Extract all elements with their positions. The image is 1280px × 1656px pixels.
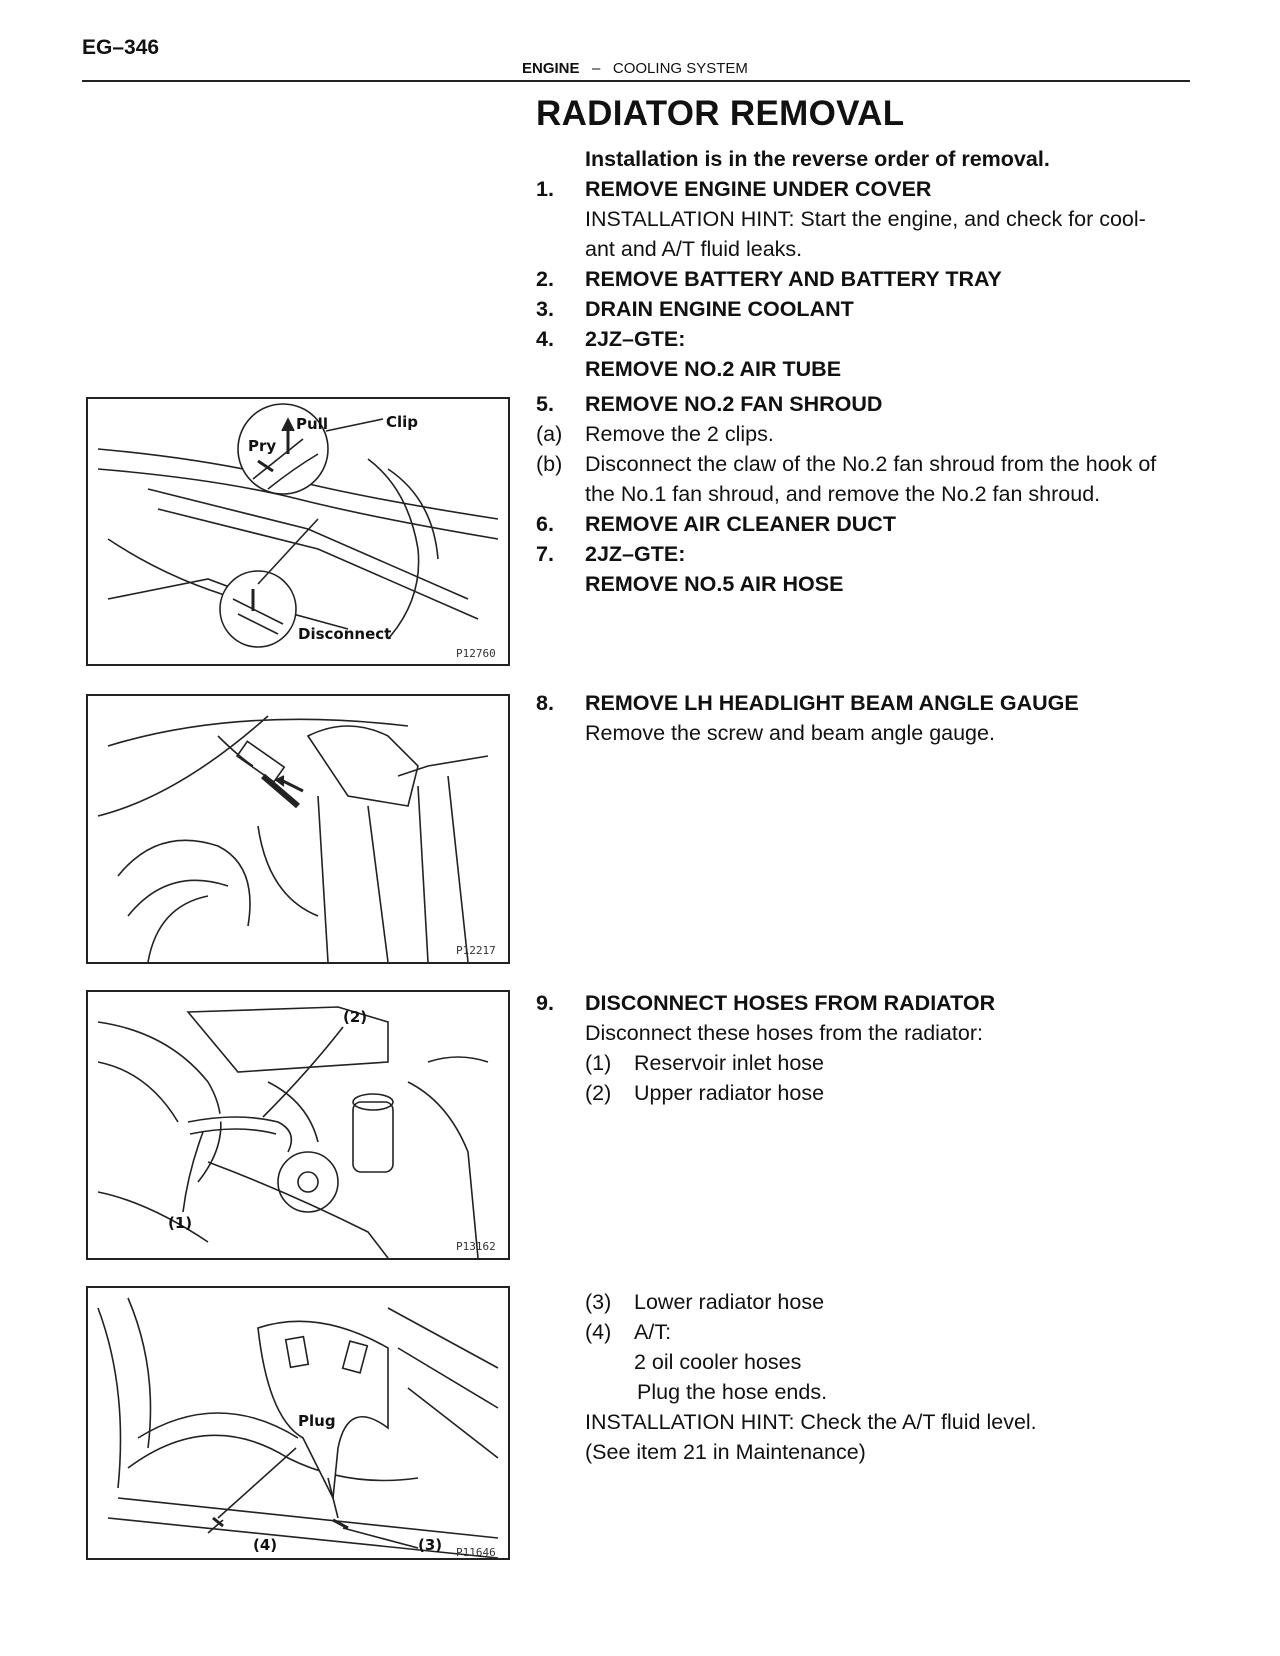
step-2-number: 2. xyxy=(536,267,554,291)
hose-2-label: (2) xyxy=(585,1081,612,1105)
label-pull: Pull xyxy=(296,415,328,433)
label-hose-2: (2) xyxy=(343,1008,367,1026)
step-9-number: 9. xyxy=(536,991,554,1015)
step-5-number: 5. xyxy=(536,392,554,416)
step-9-heading: DISCONNECT HOSES FROM RADIATOR xyxy=(585,991,996,1015)
hose-4-condition: A/T: xyxy=(634,1320,672,1344)
intro-text: Installation is in the reverse order of … xyxy=(585,147,1050,171)
step-6-number: 6. xyxy=(536,512,554,536)
step-5b-text-cont: the No.1 fan shroud, and remove the No.2… xyxy=(585,482,1101,506)
step-5-heading: REMOVE NO.2 FAN SHROUD xyxy=(585,392,883,416)
hose-4-note: Plug the hose ends. xyxy=(637,1380,828,1404)
label-clip: Clip xyxy=(386,413,418,431)
label-disconnect: Disconnect xyxy=(298,625,391,643)
label-hose-3: (3) xyxy=(418,1536,442,1554)
step-9-hint: INSTALLATION HINT: Check the A/T fluid l… xyxy=(585,1410,1037,1434)
step-4-condition: 2JZ–GTE: xyxy=(585,327,686,351)
figure-code: P13162 xyxy=(456,1240,496,1253)
hose-4-text: 2 oil cooler hoses xyxy=(634,1350,802,1374)
figure-oil-cooler-hoses: Plug (4) (3) P11646 xyxy=(86,1286,510,1560)
step-5a-label: (a) xyxy=(536,422,563,446)
step-3-heading: DRAIN ENGINE COOLANT xyxy=(585,297,854,321)
label-hose-1: (1) xyxy=(168,1214,192,1232)
hose-1-text: Reservoir inlet hose xyxy=(634,1051,825,1075)
step-5b-label: (b) xyxy=(536,452,563,476)
step-1-heading: REMOVE ENGINE UNDER COVER xyxy=(585,177,932,201)
label-plug: Plug xyxy=(298,1412,336,1430)
figure-code: P11646 xyxy=(456,1546,496,1558)
section-header: ENGINE – COOLING SYSTEM xyxy=(522,60,748,77)
step-5b-text: Disconnect the claw of the No.2 fan shro… xyxy=(585,452,1157,476)
step-2-heading: REMOVE BATTERY AND BATTERY TRAY xyxy=(585,267,1002,291)
step-1-hint-cont: ant and A/T fluid leaks. xyxy=(585,237,803,261)
step-6-heading: REMOVE AIR CLEANER DUCT xyxy=(585,512,896,536)
page-number: EG–346 xyxy=(82,36,160,59)
step-7-number: 7. xyxy=(536,542,554,566)
step-8-number: 8. xyxy=(536,691,554,715)
figure-code: P12217 xyxy=(456,944,496,957)
step-9-hint-cont: (See item 21 in Maintenance) xyxy=(585,1440,866,1464)
step-7-condition: 2JZ–GTE: xyxy=(585,542,686,566)
header-separator: – xyxy=(592,60,601,77)
step-1-number: 1. xyxy=(536,177,554,201)
step-1-hint: INSTALLATION HINT: Start the engine, and… xyxy=(585,207,1146,231)
step-8-text: Remove the screw and beam angle gauge. xyxy=(585,721,995,745)
hose-1-label: (1) xyxy=(585,1051,612,1075)
figure-fan-shroud: Pull Pry Clip Disconnect P12760 xyxy=(86,397,510,666)
label-hose-4: (4) xyxy=(253,1536,277,1554)
hose-3-label: (3) xyxy=(585,1290,612,1314)
figure-beam-angle-gauge: P12217 xyxy=(86,694,510,964)
step-8-heading: REMOVE LH HEADLIGHT BEAM ANGLE GAUGE xyxy=(585,691,1079,715)
step-4-heading: REMOVE NO.2 AIR TUBE xyxy=(585,357,842,381)
step-7-heading: REMOVE NO.5 AIR HOSE xyxy=(585,572,844,596)
hose-2-text: Upper radiator hose xyxy=(634,1081,825,1105)
figure-code: P12760 xyxy=(456,647,496,660)
figure-radiator-hoses: (2) (1) P13162 xyxy=(86,990,510,1260)
hose-4-label: (4) xyxy=(585,1320,612,1344)
step-5a-text: Remove the 2 clips. xyxy=(585,422,774,446)
header-rule xyxy=(82,80,1190,82)
section-name: ENGINE xyxy=(522,60,580,77)
step-3-number: 3. xyxy=(536,297,554,321)
step-9-text: Disconnect these hoses from the radiator… xyxy=(585,1021,983,1045)
step-4-number: 4. xyxy=(536,327,554,351)
page-title: RADIATOR REMOVAL xyxy=(536,94,905,133)
subsection-name: COOLING SYSTEM xyxy=(612,60,748,77)
hose-3-text: Lower radiator hose xyxy=(634,1290,825,1314)
label-pry: Pry xyxy=(248,437,276,455)
